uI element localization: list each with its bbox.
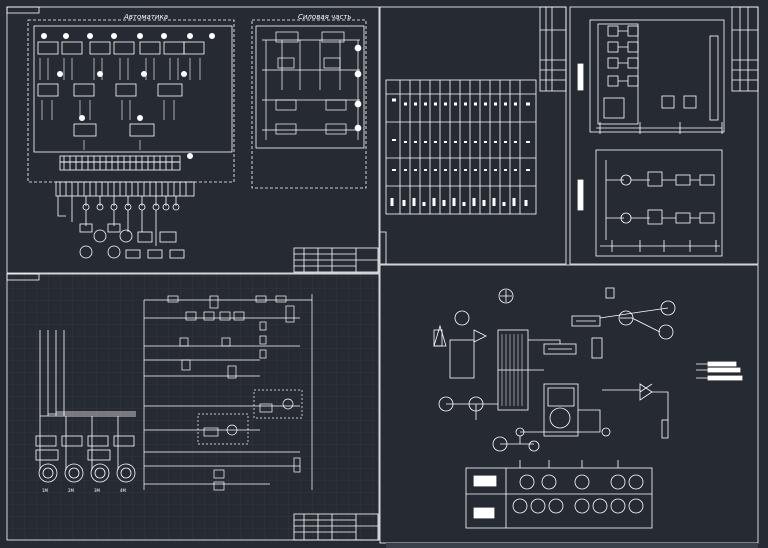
sheet-connection-diagram [569, 6, 759, 265]
control-panel-table [465, 460, 653, 529]
title-block-sheet1 [293, 247, 379, 273]
control-ladder [143, 294, 313, 491]
compressor-loop [520, 287, 676, 439]
automation-title: Автоматика [123, 13, 168, 21]
sheet-power-schematic: 1М 2М 3М 4М [6, 273, 380, 541]
sheet-table [379, 6, 567, 265]
spec-table [385, 79, 537, 215]
motor-label-3: 3М [94, 488, 101, 493]
motors [38, 463, 136, 483]
motor-label-2: 2М [68, 488, 75, 493]
pump-symbols [438, 396, 611, 452]
motor-label-1: 1М [42, 488, 49, 493]
title-block-sheet4 [293, 513, 379, 541]
power-section-diagram [262, 31, 362, 140]
relay-wiring [39, 58, 201, 150]
power-title: Силовая часть [298, 13, 352, 21]
sheet-automation: Автоматика Силовая часть [6, 6, 380, 274]
field-devices [57, 196, 185, 259]
panel-layout [589, 19, 725, 134]
relay-indicator-dots [41, 33, 215, 159]
legend-arrows [696, 361, 743, 381]
cooling-unit [543, 343, 579, 437]
sheet-process-diagram [379, 264, 759, 548]
motor-label-4: 4М [120, 488, 127, 493]
relay-block-array [37, 41, 205, 137]
status-strip [386, 543, 758, 548]
power-bus-lines [35, 330, 136, 470]
sensor-loop-diagram [595, 149, 723, 257]
terminal-strip [55, 155, 195, 197]
heat-exchanger-unit [433, 288, 529, 411]
